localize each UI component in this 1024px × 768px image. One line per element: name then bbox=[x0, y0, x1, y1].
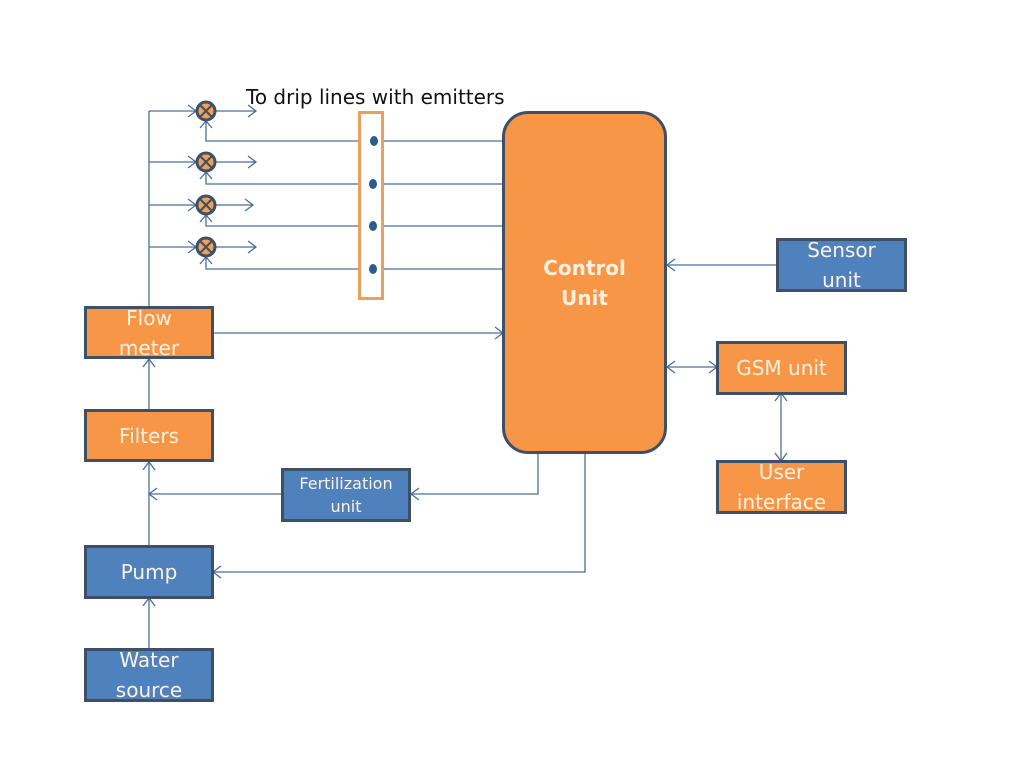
arrow-head bbox=[247, 104, 258, 118]
water-source-block: Water source bbox=[84, 648, 214, 702]
arrow-head bbox=[142, 357, 156, 368]
gsm-unit-block: GSM unit bbox=[716, 341, 847, 395]
arrow-head bbox=[665, 360, 676, 374]
arrow-head bbox=[247, 240, 258, 254]
manifold-node bbox=[370, 136, 378, 146]
fertilization-unit-block: Fertilization unit bbox=[281, 468, 411, 522]
drip-lines-label: To drip lines with emitters bbox=[246, 85, 505, 109]
valve-icon bbox=[195, 151, 217, 173]
pump-block: Pump bbox=[84, 545, 214, 599]
arrow-head bbox=[147, 487, 158, 501]
valve-icon bbox=[195, 194, 217, 216]
manifold-node bbox=[369, 179, 377, 189]
filters-block: Filters bbox=[84, 409, 214, 462]
user-interface-block: User interface bbox=[716, 460, 847, 514]
control-signal-line-2 bbox=[205, 172, 503, 185]
sensor-unit-block: Sensor unit bbox=[776, 238, 907, 292]
valve-icon bbox=[195, 236, 217, 258]
manifold-node bbox=[369, 264, 377, 274]
arrow-head bbox=[409, 487, 420, 501]
arrow-head bbox=[665, 258, 676, 272]
control-to-fertilization-line bbox=[411, 453, 539, 495]
control-signal-line-1 bbox=[205, 121, 503, 142]
control-signal-line-3 bbox=[205, 215, 503, 227]
control-unit-block: Control Unit bbox=[502, 111, 667, 454]
control-to-pump-line bbox=[213, 453, 586, 573]
arrow-head bbox=[244, 198, 255, 212]
control-signal-line-4 bbox=[205, 257, 503, 270]
arrow-head bbox=[142, 460, 156, 471]
arrow-head bbox=[247, 155, 258, 169]
manifold-node bbox=[369, 221, 377, 231]
flow-meter-block: Flow meter bbox=[84, 306, 214, 359]
valve-icon bbox=[195, 100, 217, 122]
